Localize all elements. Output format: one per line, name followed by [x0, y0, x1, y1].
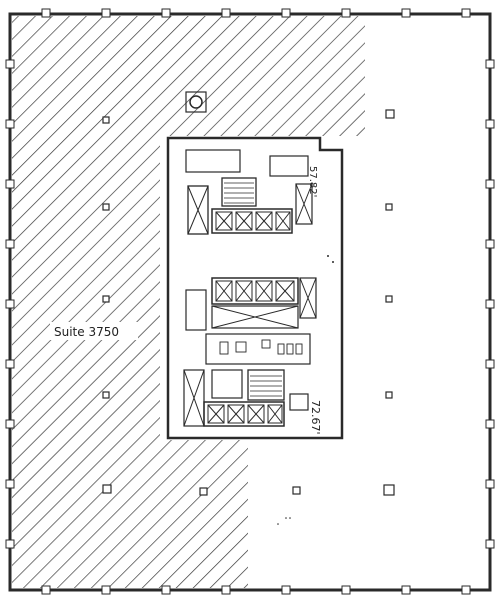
core-dimension-top: 57.82': [307, 166, 318, 197]
elevator-bank-middle: [211, 277, 299, 305]
interior-columns: [102, 109, 395, 496]
elevator-bank-upper: [211, 208, 293, 234]
building-core: [166, 136, 344, 440]
suite-label[interactable]: Suite 3750: [54, 325, 119, 339]
suite-hatched-area[interactable]: [12, 16, 365, 588]
restroom-area: [205, 333, 311, 365]
suite-label-bg: [50, 322, 138, 340]
drafting-marks: [277, 255, 334, 525]
stair-upper: [221, 177, 257, 207]
perimeter-columns: [5, 8, 495, 595]
core-dimension-bottom: 72.67': [309, 400, 322, 435]
stair-lower: [247, 369, 285, 401]
column-detail-icon: [189, 95, 203, 109]
